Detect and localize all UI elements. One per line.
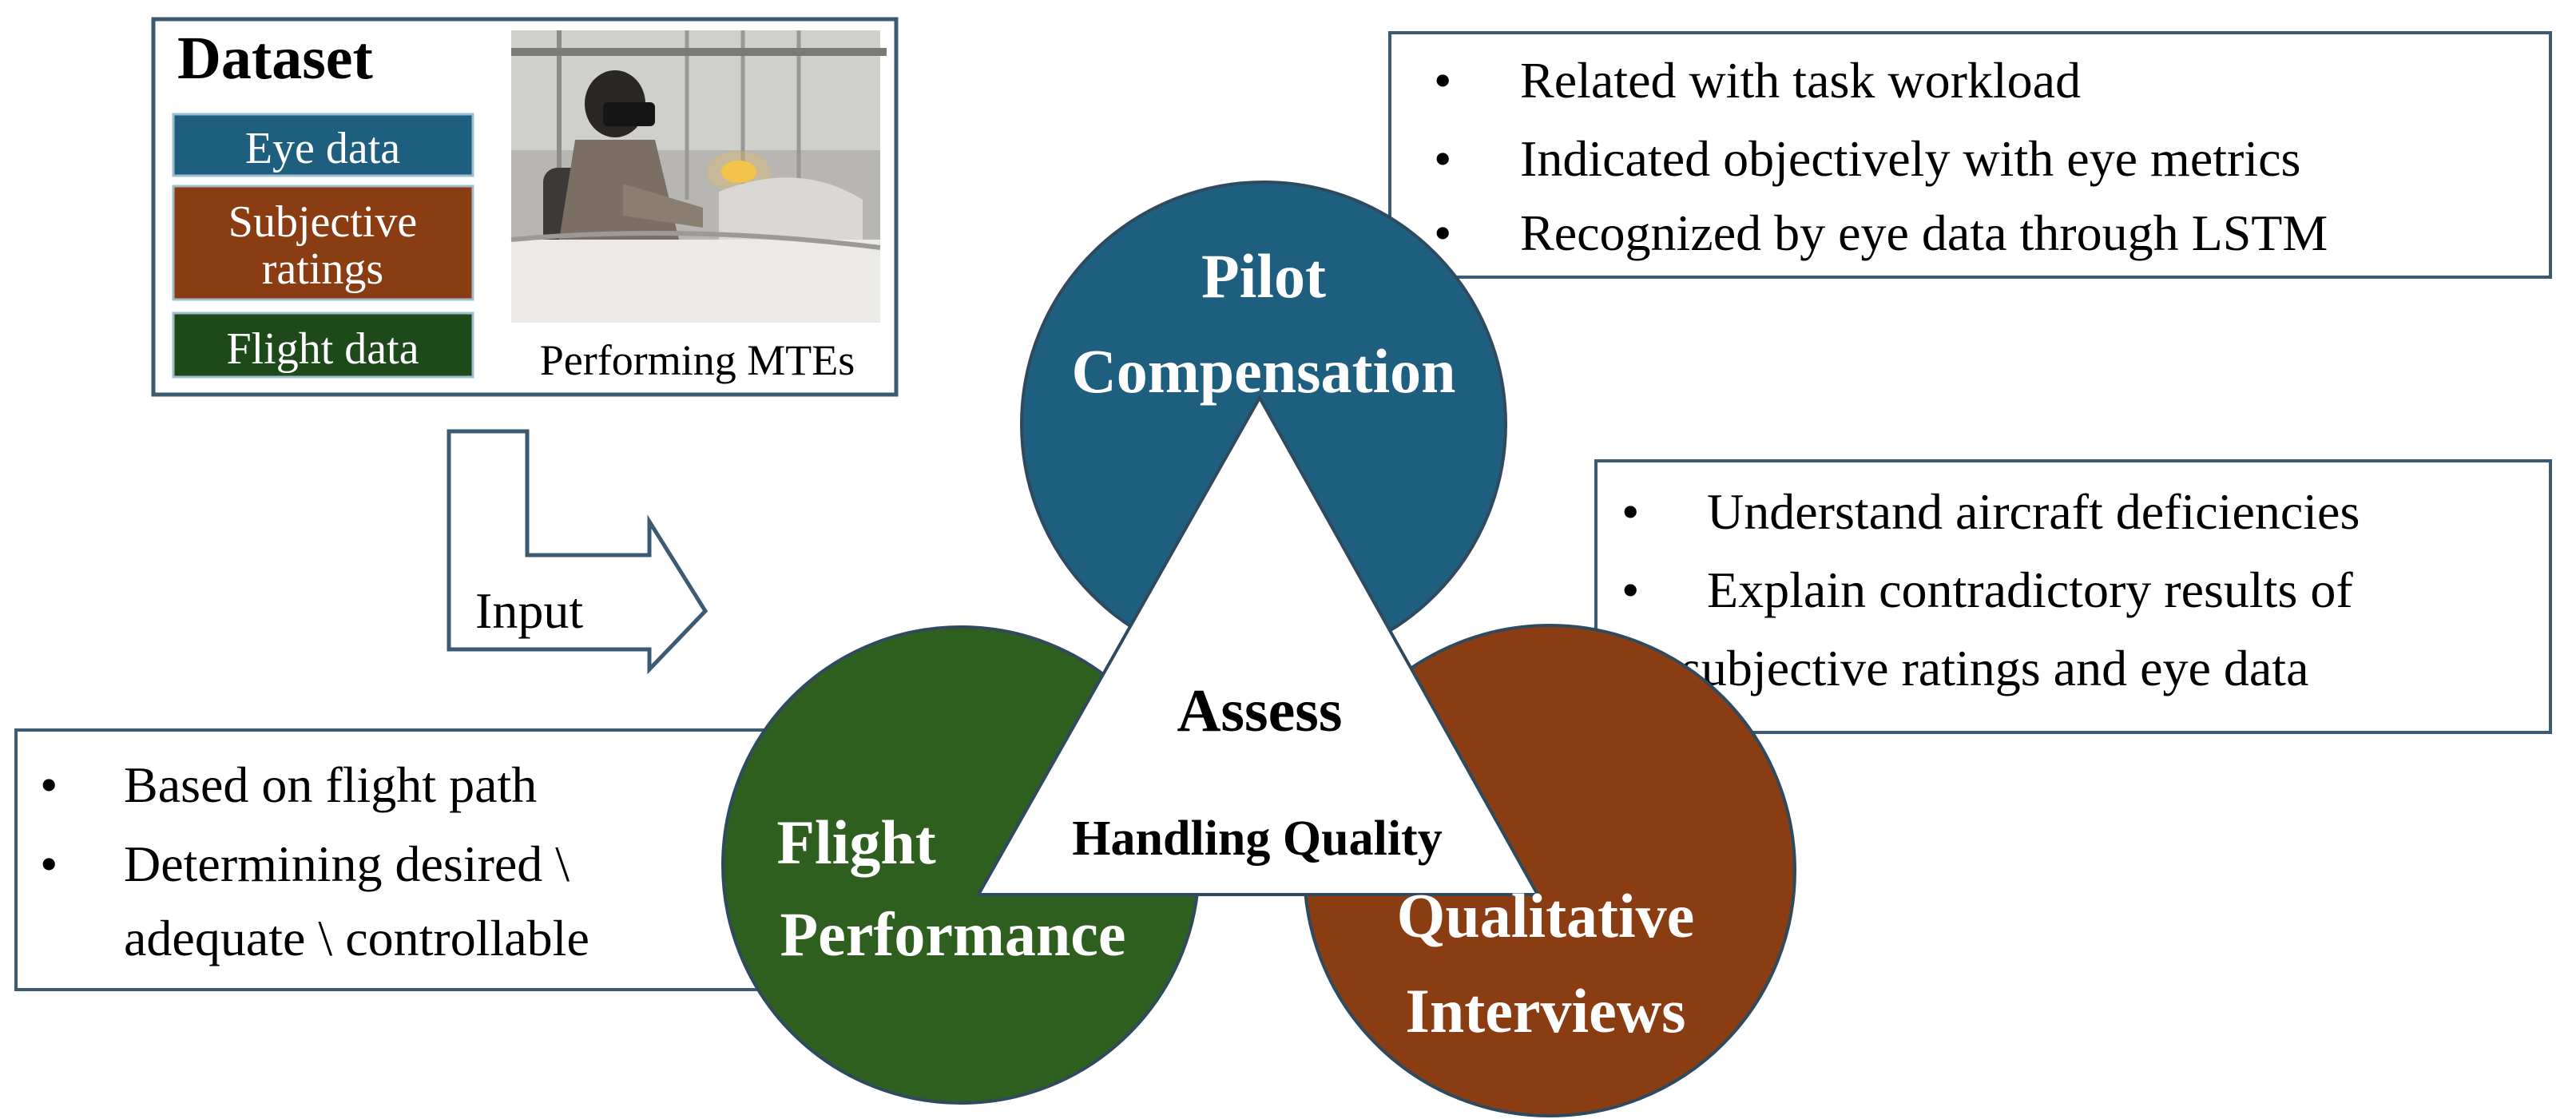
pilot-notes-box: • Related with task workload • Indicated… [1388,31,2552,279]
photo-caption: Performing MTEs [540,336,855,384]
qualitative-interviews-line1: Qualitative [1397,881,1695,950]
pilot-note-1: Related with task workload [1520,52,2081,109]
flight-data-label: Flight data [226,324,419,374]
pilot-note-2: Indicated objectively with eye metrics [1520,130,2300,187]
subjective-ratings-label-line2: ratings [262,244,383,294]
flight-performance-line2: Performance [780,899,1125,969]
qual-note-2-line2: subjective ratings and eye data [1681,640,2308,696]
qualitative-notes-frame [1594,459,2552,734]
pilot-notes-frame [1388,31,2552,279]
pilot-compensation-line2: Compensation [1071,336,1455,406]
flight-data-chip [172,311,474,379]
eye-data-chip [172,113,474,177]
simulator-photo [510,30,887,323]
flight-note-2-line1: Determining desired \ [124,835,570,892]
pilot-compensation-line1: Pilot [1201,241,1326,311]
assess-triangle [975,394,1541,896]
subjective-ratings-chip [172,185,474,301]
qual-bullet-1: • [1621,483,1639,540]
qual-note-2-line1: Explain contradictory results of [1707,561,2353,618]
qualitative-notes-box: • Understand aircraft deficiencies • Exp… [1594,459,2552,734]
dataset-title: Dataset [177,25,373,92]
pilot-bullet-2: • [1434,130,1451,187]
arrow-label: Input [475,582,583,639]
eye-data-label: Eye data [245,124,400,173]
arrow-shape [447,429,708,675]
flight-notes-box: • Based on flight path • Determining des… [14,728,784,991]
flight-bullet-2: • [40,835,58,892]
pilot-note-3: Recognized by eye data through LSTM [1520,204,2328,261]
subjective-ratings-label-line1: Subjective [228,197,417,247]
input-arrow: Input [447,429,708,675]
qual-note-1: Understand aircraft deficiencies [1707,483,2360,540]
handling-quality-label: Handling Quality [1072,811,1442,866]
flight-note-1: Based on flight path [124,756,537,813]
flight-bullet-1: • [40,756,58,813]
qual-bullet-2: • [1621,561,1639,618]
flight-performance-line1: Flight [776,808,935,877]
pilot-bullet-1: • [1434,52,1451,109]
dataset-panel: Dataset Eye data Subjective ratings Flig… [151,17,899,397]
pilot-bullet-3: • [1434,204,1451,261]
flight-notes-frame [14,728,784,991]
qualitative-interviews-line2: Interviews [1406,976,1686,1046]
flight-note-2-line2: adequate \ controllable [124,910,589,966]
assess-label: Assess [1177,677,1343,744]
